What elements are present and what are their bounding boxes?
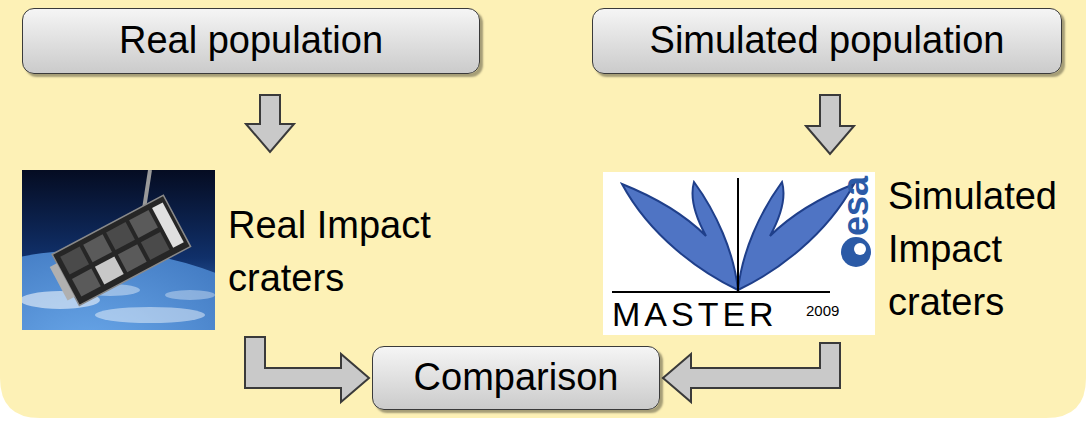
process-box: Simulated population [592, 8, 1062, 74]
arrow-fill [689, 344, 830, 378]
box-label: Simulated population [650, 18, 1005, 64]
block-arrow [246, 94, 294, 152]
satellite-photo [22, 170, 215, 330]
box-label: Real population [119, 18, 383, 64]
arrow-head [806, 126, 854, 154]
logo-text: MASTER [612, 297, 778, 331]
process-box: Comparison [372, 346, 660, 410]
logo-text: esa [838, 176, 874, 236]
caption-text: Simulated Impact craters [888, 170, 1070, 330]
block-arrow [663, 342, 830, 402]
arrow-fill [261, 96, 279, 126]
arrow-head [246, 124, 294, 152]
arrow-head [663, 354, 691, 402]
logo-year: 2009 [806, 303, 839, 318]
image-caption-group: Real Impact craters [22, 168, 482, 330]
box-label: Comparison [414, 355, 619, 401]
arrow-fill [821, 96, 839, 128]
caption-text: Real Impact craters [228, 199, 482, 305]
process-box: Real population [22, 8, 480, 74]
arrow-head [341, 354, 369, 402]
master-logo [603, 172, 875, 335]
block-arrow [806, 94, 854, 154]
arrow-fill [255, 338, 343, 378]
block-arrow [255, 336, 369, 402]
